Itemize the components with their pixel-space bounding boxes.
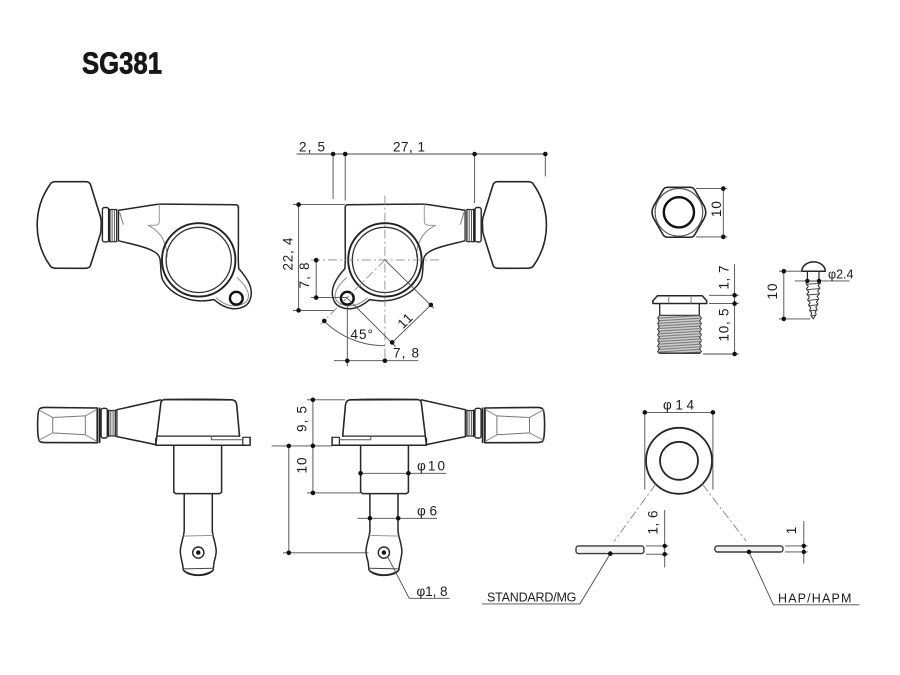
- svg-text:SG381: SG381: [82, 45, 162, 80]
- svg-text:φ10: φ10: [417, 458, 446, 473]
- svg-text:7, 8: 7, 8: [297, 262, 312, 289]
- svg-text:HAP/HAPM: HAP/HAPM: [778, 591, 853, 605]
- svg-text:10, 5: 10, 5: [716, 308, 731, 342]
- svg-text:10: 10: [765, 282, 780, 299]
- svg-text:φ1, 8: φ1, 8: [417, 584, 449, 599]
- svg-text:STANDARD/MG: STANDARD/MG: [487, 590, 578, 604]
- svg-text:1, 7: 1, 7: [716, 265, 731, 290]
- svg-text:10: 10: [709, 200, 724, 217]
- svg-text:7, 8: 7, 8: [393, 346, 420, 361]
- svg-text:9, 5: 9, 5: [294, 405, 309, 432]
- svg-text:φ2.4: φ2.4: [828, 267, 854, 281]
- svg-text:φ14: φ14: [663, 398, 695, 413]
- svg-text:2, 5: 2, 5: [299, 140, 326, 155]
- svg-text:1: 1: [784, 526, 799, 535]
- svg-text:22, 4: 22, 4: [281, 237, 296, 271]
- svg-text:1, 6: 1, 6: [646, 510, 661, 535]
- svg-text:45°: 45°: [351, 327, 374, 342]
- svg-text:27, 1: 27, 1: [393, 140, 426, 155]
- svg-text:10: 10: [294, 456, 309, 473]
